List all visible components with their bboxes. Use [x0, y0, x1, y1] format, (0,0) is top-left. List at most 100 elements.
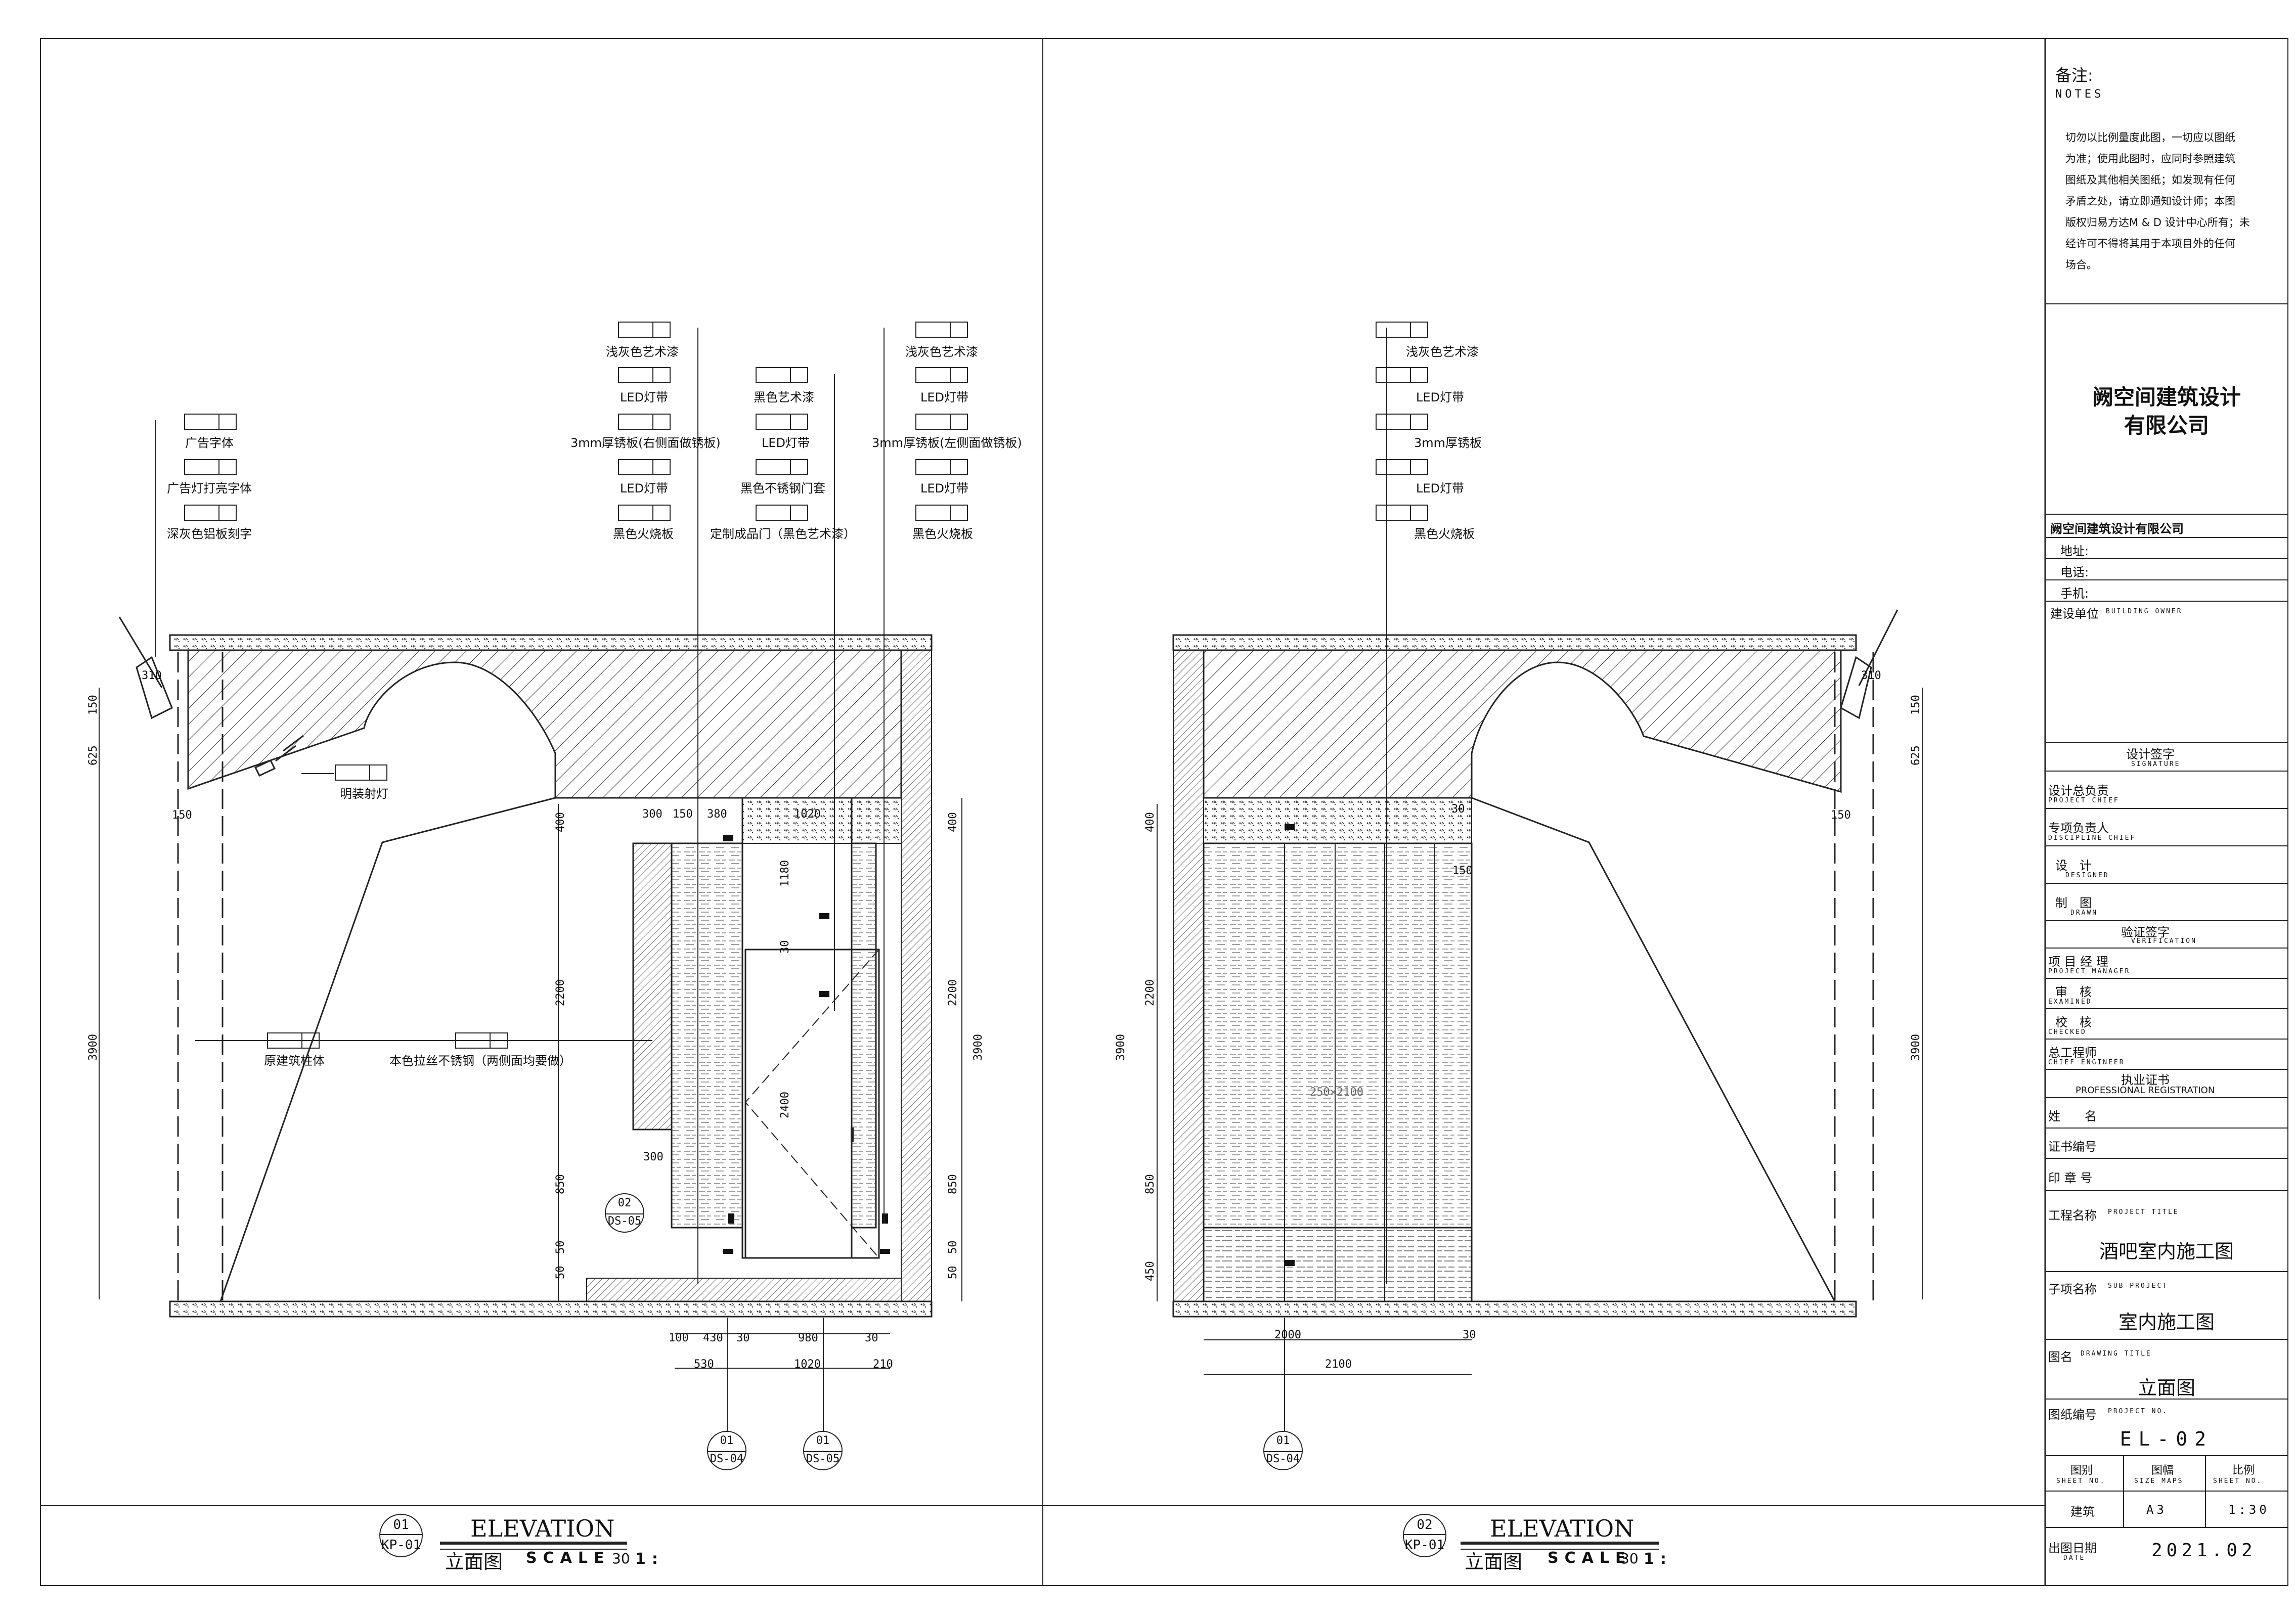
elevation-title-cn: 立面图 [1465, 1551, 1523, 1573]
dim: 980 [798, 1332, 818, 1344]
address-label: 地址: [2060, 544, 2089, 558]
dim: 50 [947, 1266, 959, 1280]
label-black-paint: 黑色艺术漆 [754, 390, 814, 404]
drawing-title-label: 图名 [2048, 1350, 2072, 1364]
drawing-title-row: 图名 DRAWING TITLE 立面图 [2045, 1340, 2288, 1400]
notes-section: 备注: NOTES 切勿以比例量度此图，一切应以图纸 为准；使用此图时，应同时参… [2045, 38, 2288, 304]
tag-marker [756, 414, 808, 430]
dim: 30 [779, 940, 791, 954]
project-title-value: 酒吧室内施工图 [2099, 1240, 2234, 1263]
discipline-chief-label-en: DISCIPLINE CHIEF [2048, 834, 2136, 842]
dim: 2200 [554, 979, 567, 1006]
checked-label: 校 核 [2055, 1015, 2092, 1029]
tag-marker [915, 414, 968, 430]
notes-line: 为准；使用此图时，应同时参照建筑 [2065, 153, 2235, 165]
dim: 1020 [794, 1358, 821, 1371]
tag-marker [184, 505, 237, 521]
company-name-line1: 阙空间建筑设计 [2092, 385, 2241, 410]
label-led-strip-r1: LED灯带 [1416, 390, 1465, 404]
label-black-steel-frame: 黑色不锈钢门套 [740, 481, 825, 495]
tag-marker [915, 367, 968, 383]
drawing-title-label-en: DRAWING TITLE [2081, 1350, 2152, 1358]
elevation-title-cn: 立面图 [445, 1551, 503, 1573]
company-section: 阙空间建筑设计 有限公司 [2045, 304, 2288, 515]
dim: 850 [1144, 1174, 1157, 1194]
company-full-name: 阙空间建筑设计有限公司 [2050, 522, 2184, 536]
dim: 430 [703, 1332, 723, 1344]
outer-border [40, 38, 2288, 1586]
left-door-leaf [744, 949, 880, 1259]
dim: 625 [87, 745, 100, 765]
notes-line: 经许可不得将其用于本项目外的任何 [2065, 238, 2235, 250]
sub-project-label-en: SUB-PROJECT [2108, 1282, 2169, 1290]
dim: 30 [1463, 1329, 1476, 1341]
left-panel-col3 [851, 842, 877, 1229]
project-chief-label: 设计总负责 [2048, 784, 2109, 798]
label-black-flamed-board-1: 黑色火烧板 [613, 527, 674, 541]
mobile-row: 手机: [2045, 580, 2288, 602]
scale-value-tb: 1:30 [2228, 1503, 2270, 1517]
label-led-strip-r2: LED灯带 [1416, 481, 1465, 495]
label-ad-light: 广告灯打亮字体 [167, 481, 252, 495]
dim: 625 [1910, 745, 1922, 765]
tag-marker [1376, 367, 1428, 383]
company-full-row: 阙空间建筑设计有限公司 [2045, 515, 2288, 538]
label-black-flamed-board-r: 黑色火烧板 [1414, 527, 1475, 541]
verification-label-en: VERIFICATION [2131, 937, 2197, 945]
tag-marker [184, 459, 237, 475]
dim: 450 [1144, 1261, 1157, 1281]
company-name-line2: 有限公司 [2124, 413, 2209, 438]
scale-ratio: 1: [1644, 1550, 1672, 1568]
certificate-row: 执业证书 PROFESSIONAL REGISTRATION [2045, 1070, 2288, 1098]
tag-marker [1376, 505, 1428, 521]
label-rust-plate-right: 3mm厚锈板(右侧面做锈板) [570, 436, 721, 450]
notes-title-en: NOTES [2055, 88, 2104, 101]
tag-marker [756, 505, 808, 521]
name-row: 姓 名 [2045, 1098, 2288, 1129]
right-sign-panel [1840, 656, 1872, 719]
left-spotlight [254, 735, 304, 777]
label-led-strip-5: LED灯带 [920, 481, 969, 495]
sheet-label-en: SHEET NO. [2056, 1477, 2106, 1485]
size-label-en: SIZE MAPS [2134, 1477, 2184, 1485]
left-door-frame [741, 797, 853, 1259]
drawing-title-value: 立面图 [2137, 1377, 2195, 1399]
project-manager-label-en: PROJECT MANAGER [2048, 968, 2131, 975]
cert-no-row: 证书编号 [2045, 1129, 2288, 1159]
dim: 150 [172, 809, 192, 822]
tag-marker [618, 414, 671, 430]
dim: 850 [947, 1174, 959, 1194]
left-panel-col1 [671, 842, 743, 1229]
tag-marker [618, 459, 671, 475]
label-rust-plate-r: 3mm厚锈板 [1414, 436, 1482, 450]
dim: 3900 [87, 1034, 100, 1061]
label-aluminum-engraving: 深灰色铝板刻字 [167, 527, 252, 541]
dim: 300 [643, 1151, 664, 1163]
left-bottom-slab [169, 1300, 933, 1318]
checked-row: 校 核 CHECKED [2045, 1009, 2288, 1040]
dim: 210 [873, 1358, 893, 1371]
elevation-title: ELEVATION [1490, 1515, 1635, 1542]
discipline-chief-row: 专项负责人 DISCIPLINE CHIEF [2045, 809, 2288, 846]
center-note: 250×2100 [1310, 1086, 1363, 1099]
scale-label: SCALE [526, 1549, 610, 1567]
dim: 400 [947, 812, 959, 832]
tag-marker [618, 322, 671, 338]
signature-label: 设计签字 [2126, 747, 2175, 761]
dim: 3900 [972, 1034, 985, 1061]
tag-marker [756, 459, 808, 475]
sheet-value-row: 建筑 A3 1:30 [2045, 1492, 2288, 1528]
sub-project-row: 子项名称 SUB-PROJECT 室内施工图 [2045, 1272, 2288, 1340]
date-label: 出图日期 [2048, 1541, 2097, 1555]
dim: 3900 [1910, 1034, 1922, 1061]
dim: 30 [865, 1332, 878, 1344]
dim: 2000 [1274, 1329, 1301, 1341]
project-title-label: 工程名称 [2048, 1208, 2097, 1223]
label-led-strip-3: LED灯带 [762, 436, 810, 450]
elevation-title: ELEVATION [470, 1515, 615, 1542]
tag-marker [915, 459, 968, 475]
label-led-strip-2: LED灯带 [620, 481, 669, 495]
notes-line: 图纸及其他相关图纸；如发现有任何 [2065, 174, 2235, 186]
left-panel-col2 [742, 797, 902, 844]
